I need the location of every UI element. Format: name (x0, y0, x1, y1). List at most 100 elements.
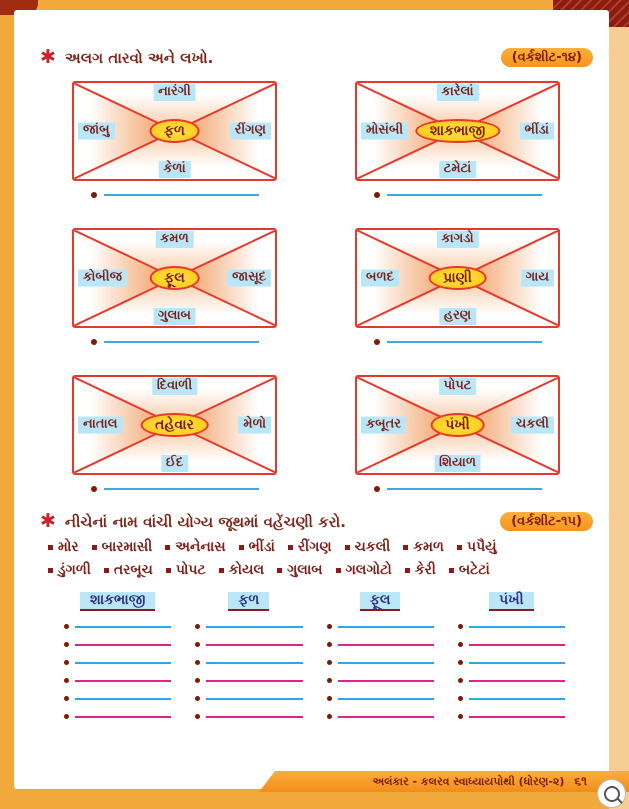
answer-line[interactable] (373, 339, 542, 345)
category-oval: શાકભાજી (414, 119, 501, 143)
table-row[interactable] (326, 678, 434, 683)
write-line (103, 341, 259, 343)
word-right: ગાય (520, 269, 554, 287)
word-top: પોપટ (438, 378, 477, 395)
xbox-vegetable: કારેલાં મોસંબી ભીંડાં ટમેટાં શાકભાજી (355, 81, 560, 181)
table-row[interactable] (457, 642, 565, 647)
bullet-square (165, 567, 171, 573)
bullet-square (448, 567, 454, 573)
table-row[interactable] (326, 642, 434, 647)
word-label: બારમાસી (101, 539, 153, 555)
bullet-dot (326, 696, 332, 701)
word-label: પોપટ (175, 562, 206, 578)
answer-line[interactable] (373, 192, 542, 198)
page-content: ✱ અલગ તારવો અને લખો. (વર્કશીટ-૧૪) નારંગી… (14, 10, 609, 789)
section2-header: ✱ નીચેનાં નામ વાંચી યોગ્ય જૂથમાં વહેંચણી… (40, 512, 593, 531)
table-row[interactable] (326, 624, 434, 629)
table-row[interactable] (64, 678, 172, 683)
column-header: ફળ (228, 592, 270, 611)
answer-line[interactable] (90, 486, 259, 492)
write-line (75, 643, 172, 646)
table-row[interactable] (195, 714, 303, 719)
bullet-dot (90, 486, 97, 492)
bullet-dot (64, 696, 69, 701)
magnifier-icon (603, 785, 620, 802)
table-row[interactable] (64, 642, 172, 647)
word-item: ભીંડાં (238, 539, 275, 555)
write-line (468, 697, 565, 700)
table-row[interactable] (195, 696, 303, 701)
table-row[interactable] (64, 714, 172, 719)
table-row[interactable] (195, 642, 303, 647)
box-cell-animal: કાગડો બળદ ગાય હરણ પ્રાણી (355, 228, 560, 345)
section2-instruction: નીચેનાં નામ વાંચી યોગ્ય જૂથમાં વહેંચણી ક… (64, 512, 346, 531)
write-line (206, 661, 303, 664)
table-row[interactable] (457, 678, 565, 683)
table-row[interactable] (326, 660, 434, 665)
table-row[interactable] (195, 660, 303, 665)
bullet-square (165, 544, 171, 550)
table-row[interactable] (64, 696, 172, 701)
xbox-bird: પોપટ કબૂતર ચકલી શિયાળ પંખી (355, 375, 560, 475)
table-row[interactable] (326, 714, 434, 719)
corner-badge (597, 779, 626, 808)
word-item: પપૈયું (456, 539, 497, 555)
word-right: ચકલી (510, 416, 554, 434)
answer-line[interactable] (90, 192, 259, 198)
category-oval: તહેવાર (140, 413, 209, 437)
bullet-square (344, 544, 350, 550)
write-line (75, 697, 172, 700)
bullet-dot (195, 678, 201, 683)
table-row[interactable] (457, 696, 565, 701)
bullet-dot (90, 339, 97, 345)
word-item: અનેનાસ (165, 539, 226, 555)
answer-line[interactable] (90, 339, 259, 345)
table-row[interactable] (64, 660, 172, 665)
word-item: કોયલ (218, 562, 265, 578)
table-row[interactable] (326, 696, 434, 701)
table-row[interactable] (457, 624, 565, 629)
bullet-dot (457, 678, 463, 683)
table-row[interactable] (457, 714, 565, 719)
answer-line[interactable] (373, 486, 542, 492)
word-label: ગલગોટો (345, 562, 392, 578)
word-right: રીંગણ (229, 122, 271, 140)
table-row[interactable] (64, 624, 172, 629)
write-line (206, 697, 303, 700)
bullet-dot (457, 660, 463, 665)
category-boxes-grid: નારંગી જાંબુ રીંગણ કેળાં ફળ (72, 81, 560, 492)
word-left: મોસંબી (361, 122, 409, 140)
column-fruits: ફળ (195, 592, 303, 719)
word-left: બળદ (361, 269, 399, 287)
category-oval: પ્રાણી (428, 266, 487, 290)
write-line (386, 341, 542, 343)
table-row[interactable] (195, 678, 303, 683)
write-line (206, 643, 303, 646)
bullet-square (277, 567, 283, 573)
word-item: કેરી (404, 562, 436, 578)
bullet-dot (64, 624, 69, 629)
table-row[interactable] (457, 660, 565, 665)
bullet-dot (457, 696, 463, 701)
word-left: કોબીજ (78, 269, 127, 287)
write-line (337, 643, 434, 646)
bullet-square (335, 567, 341, 573)
word-label: કોયલ (228, 562, 265, 578)
box-cell-vegetable: કારેલાં મોસંબી ભીંડાં ટમેટાં શાકભાજી (355, 81, 560, 198)
worksheet-14-badge: (વર્કશીટ-૧૪) (500, 48, 593, 67)
write-line (468, 679, 565, 682)
bullet-dot (373, 339, 380, 345)
word-right: જાસૂદ (227, 269, 271, 287)
word-top: કાગડો (436, 231, 479, 248)
bullet-dot (90, 192, 97, 198)
bullet-dot (195, 624, 201, 629)
worksheet-15-badge: (વર્કશીટ-૧૫) (500, 512, 593, 531)
bullet-square (404, 567, 410, 573)
word-label: કેરી (414, 562, 436, 578)
bullet-dot (64, 660, 69, 665)
column-header: શાકભાજી (79, 592, 156, 611)
table-row[interactable] (195, 624, 303, 629)
word-left: જાંબુ (78, 122, 115, 140)
write-line (386, 194, 542, 196)
